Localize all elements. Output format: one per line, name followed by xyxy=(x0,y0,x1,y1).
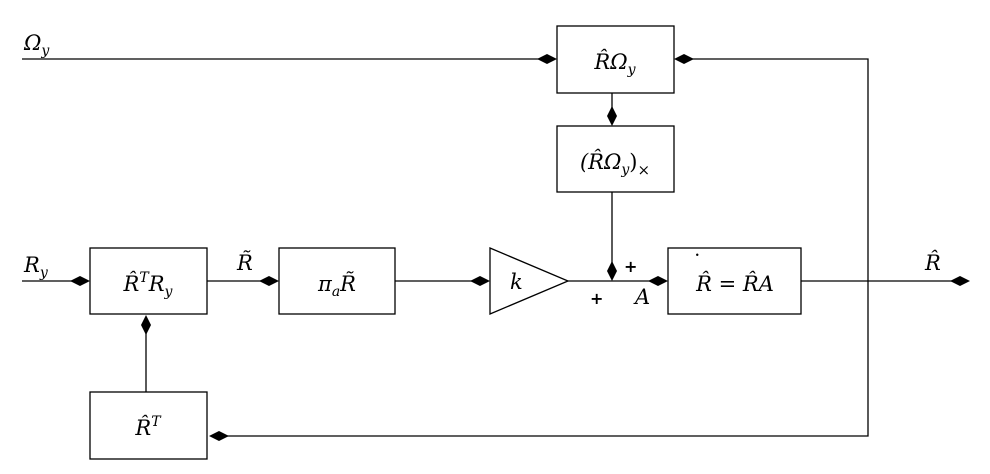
svg-text:(R̂Ωy)×: (R̂Ωy)× xyxy=(580,150,650,179)
block-r-omega: R̂Ωy xyxy=(556,25,675,94)
svg-text:R̂Ωy: R̂Ωy xyxy=(593,50,636,78)
block-rt-r-hat: R̂ xyxy=(134,416,151,440)
arrowhead-pia-gain xyxy=(470,276,490,286)
label-omega-y: Ω xyxy=(23,31,41,55)
svg-text:R̂T: R̂T xyxy=(134,414,162,440)
label-a: A xyxy=(633,285,650,309)
label-r-hat-output: R̂ xyxy=(924,251,941,275)
block-rt-ry: R̂TRy xyxy=(89,247,208,315)
block-integrator-lhs: R̂ xyxy=(695,272,712,296)
label-r-y: R xyxy=(23,253,40,277)
block-r-omega-cross-times: × xyxy=(637,161,650,179)
block-rt: R̂T xyxy=(89,391,208,460)
svg-text:Ry: Ry xyxy=(23,253,49,281)
block-pi-a-sub: a xyxy=(332,284,340,300)
block-r-omega-cross-sub: y xyxy=(620,162,630,178)
block-r-omega-main: R̂Ω xyxy=(593,50,627,74)
wire-feedback-bottom xyxy=(219,281,869,437)
block-rt-ry-r: R xyxy=(148,272,165,296)
block-pi-a: πaR̃ xyxy=(278,247,396,315)
arrowhead-sum-integrator xyxy=(648,276,668,286)
svg-text:Ωy: Ωy xyxy=(23,31,50,59)
block-r-omega-cross-open: (R̂Ω xyxy=(580,150,621,174)
label-r-y-sub: y xyxy=(39,265,49,281)
arrowhead-feedback-top xyxy=(674,54,694,64)
block-r-omega-sub: y xyxy=(627,62,637,78)
block-pi-a-r-tilde: R̃ xyxy=(339,272,356,296)
arrowhead-feedback-bottom xyxy=(209,431,229,441)
arrowhead-ry-input xyxy=(70,276,90,286)
arrowhead-rt-up xyxy=(141,315,151,335)
block-rt-ry-sub: y xyxy=(164,284,174,300)
wire-feedback-top xyxy=(684,58,869,281)
arrowhead-omega-input xyxy=(537,54,557,64)
block-gain: k xyxy=(489,247,570,315)
sum-plus-top: + xyxy=(624,257,637,276)
block-rt-sup: T xyxy=(151,414,162,430)
svg-text:πaR̃: πaR̃ xyxy=(317,272,356,300)
svg-text:R̂ = R̂A: R̂ = R̂A xyxy=(695,272,774,296)
arrowhead-cross-sum xyxy=(607,261,617,281)
block-integrator-rhs: = R̂A xyxy=(712,272,774,296)
block-pi-a-pi: π xyxy=(317,272,333,296)
block-rt-ry-r-hat: R̂ xyxy=(123,272,140,296)
block-integrator: ˙ R̂ = R̂A xyxy=(667,247,802,315)
block-r-omega-cross-close: ) xyxy=(629,150,637,174)
svg-text:R̂TRy: R̂TRy xyxy=(123,270,174,300)
arrowhead-rtilde xyxy=(259,276,279,286)
block-gain-label: k xyxy=(510,270,523,294)
label-r-tilde: R̃ xyxy=(236,251,253,275)
block-integrator-dot: ˙ xyxy=(692,251,703,275)
arrowhead-omega-cross xyxy=(607,106,617,126)
block-rt-ry-sup: T xyxy=(139,270,150,286)
arrowhead-output xyxy=(950,276,970,286)
label-omega-y-sub: y xyxy=(40,43,50,59)
sum-plus-left: + xyxy=(590,289,603,308)
block-r-omega-cross: (R̂Ωy)× xyxy=(556,125,675,193)
